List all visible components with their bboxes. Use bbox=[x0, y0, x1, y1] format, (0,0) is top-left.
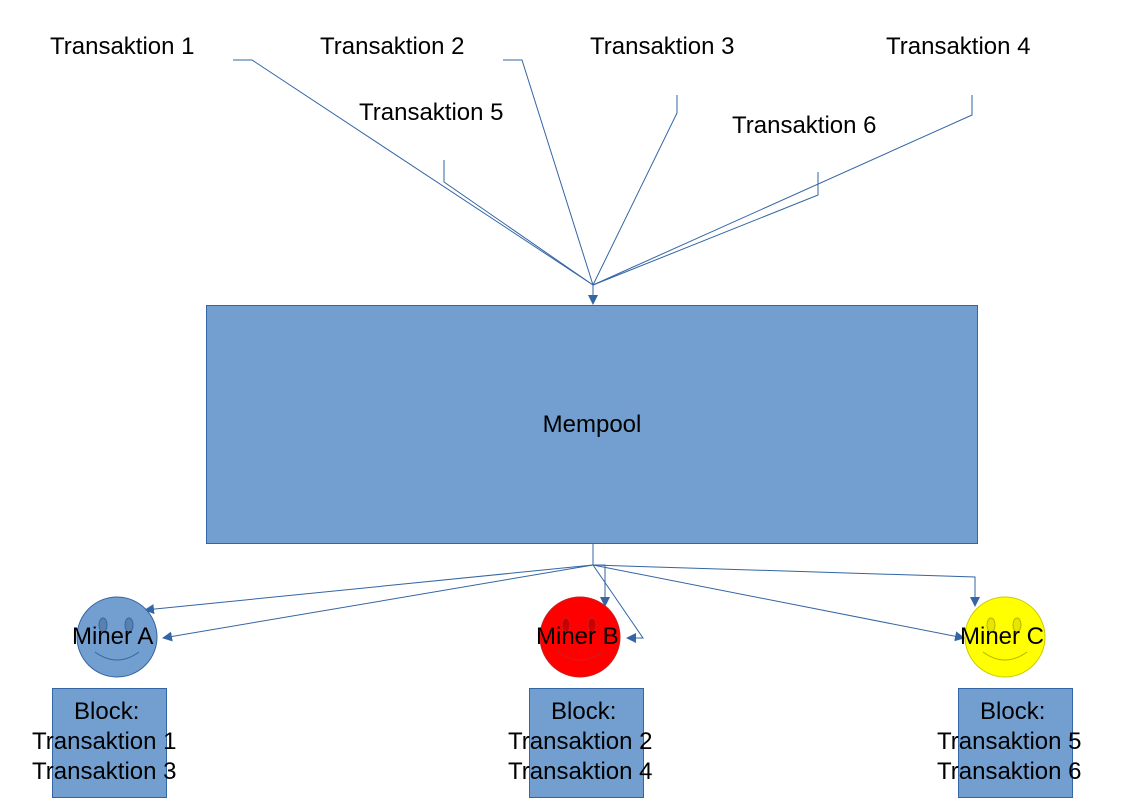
block-b-line-1: Transaktion 2 bbox=[508, 728, 653, 755]
block-a-line-2: Transaktion 3 bbox=[32, 758, 177, 785]
transaktion-4-label: Transaktion 4 bbox=[886, 33, 1031, 60]
transaction-connectors bbox=[233, 59, 973, 305]
miner-b-circle bbox=[539, 596, 621, 678]
miner-c-right-eye bbox=[1012, 617, 1022, 633]
connector-miner-c-top bbox=[592, 564, 980, 607]
block-c-line-2: Transaktion 6 bbox=[937, 758, 1082, 785]
transaktion-2-label: Transaktion 2 bbox=[320, 33, 465, 60]
block-miner-a bbox=[52, 688, 167, 798]
miner-b-left-eye bbox=[561, 617, 571, 633]
mempool-label: Mempool bbox=[542, 411, 642, 438]
connector-transaktion-2 bbox=[503, 59, 594, 286]
block-miner-c bbox=[958, 688, 1073, 798]
miner-connectors bbox=[144, 544, 980, 643]
connector-miner-a-bottom bbox=[162, 564, 594, 642]
miner-a-right-eye bbox=[124, 617, 134, 633]
miner-c-label: Miner C bbox=[960, 623, 1045, 650]
block-b-title: Block: bbox=[551, 698, 617, 725]
connector-transaktion-5 bbox=[443, 160, 594, 286]
miner-b-smile bbox=[557, 651, 603, 661]
block-c-line-1: Transaktion 5 bbox=[937, 728, 1082, 755]
miner-a-circle bbox=[76, 596, 158, 678]
miner-a-smile bbox=[94, 651, 140, 661]
transaktion-3-label: Transaktion 3 bbox=[590, 33, 735, 60]
miner-c-face bbox=[964, 596, 1046, 678]
block-c-title: Block: bbox=[980, 698, 1046, 725]
miner-c-smile bbox=[982, 651, 1028, 661]
block-b-line-2: Transaktion 4 bbox=[508, 758, 653, 785]
transaktion-1-label: Transaktion 1 bbox=[50, 33, 195, 60]
miner-b-right-eye bbox=[587, 617, 597, 633]
connector-transaktion-1 bbox=[233, 59, 594, 286]
connector-miner-c-bottom bbox=[592, 564, 965, 642]
miner-a-face bbox=[76, 596, 158, 678]
connector-miner-b-bottom bbox=[592, 564, 644, 643]
transaktion-6-label: Transaktion 6 bbox=[732, 112, 877, 139]
miner-c-circle bbox=[964, 596, 1046, 678]
miner-a-label: Miner A bbox=[72, 623, 154, 650]
connector-transaktion-3 bbox=[592, 95, 678, 286]
block-a-line-1: Transaktion 1 bbox=[32, 728, 177, 755]
miner-c-left-eye bbox=[986, 617, 996, 633]
miner-b-label: Miner B bbox=[536, 623, 619, 650]
transaktion-5-label: Transaktion 5 bbox=[359, 99, 504, 126]
miner-b-face bbox=[539, 596, 621, 678]
connector-transaktion-6 bbox=[592, 172, 819, 286]
connector-miner-a-top bbox=[144, 564, 594, 615]
connector-transaktion-4 bbox=[592, 95, 973, 286]
miner-a-left-eye bbox=[98, 617, 108, 633]
mempool-box: Mempool bbox=[206, 305, 978, 544]
block-a-title: Block: bbox=[74, 698, 140, 725]
